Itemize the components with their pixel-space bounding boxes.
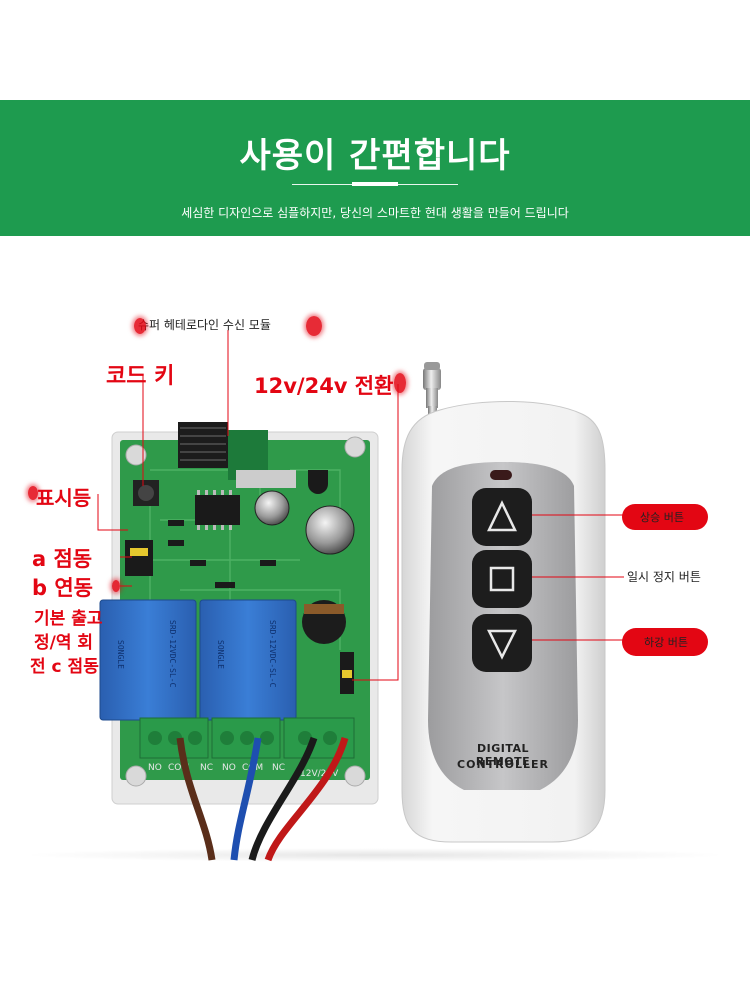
svg-text:COM: COM	[168, 763, 189, 773]
product-photo: SONGLE SONGLE SRD-12VDC-SL-C SRD-12VDC-S…	[97, 330, 628, 862]
callout-default-2: 정/역 회	[34, 633, 94, 653]
callout-code-key: 코드 키	[106, 364, 175, 389]
callout-dot-receiver	[134, 318, 146, 334]
svg-text:12V/24V: 12V/24V	[300, 769, 339, 779]
remote-control	[401, 362, 606, 843]
callout-pill-up	[622, 504, 708, 530]
callout-down-button: 하강 버튼	[644, 636, 688, 649]
callout-default-1: 기본 출고	[34, 609, 103, 629]
callout-b-link: b 연동	[32, 576, 93, 600]
svg-text:NO: NO	[222, 763, 236, 773]
callout-stop-button: 일시 정지 버튼	[627, 570, 701, 584]
callout-a-jog: a 점동	[32, 547, 93, 571]
svg-text:NC: NC	[272, 763, 285, 773]
remote-label-line-1: DIGITAL REMOTE	[475, 742, 531, 768]
header-banner: 사용이 간편합니다 세심한 디자인으로 심플하지만, 당신의 스마트한 현대 생…	[0, 100, 750, 236]
banner-subtitle: 세심한 디자인으로 심플하지만, 당신의 스마트한 현대 생활을 만들어 드립니…	[181, 206, 569, 220]
svg-text:NO: NO	[148, 763, 162, 773]
remote-label-line-2: CONTROLLER	[457, 758, 549, 771]
svg-text:NC: NC	[200, 763, 213, 773]
callout-indicator: 표시등	[36, 486, 92, 510]
callout-dot-voltage	[394, 373, 406, 393]
callout-receiver: 슈퍼 헤테로다인 수신 모듈	[138, 318, 271, 332]
callout-voltage-switch: 12v/24v 전환	[254, 374, 394, 398]
callout-dot-receiver-end	[306, 316, 322, 336]
floor-shadow	[20, 848, 730, 862]
banner-divider-accent	[352, 182, 398, 186]
callout-up-button: 상승 버튼	[640, 511, 684, 524]
callout-default-3: 전 c 점동	[30, 657, 99, 677]
svg-text:SRD-12VDC-SL-C: SRD-12VDC-SL-C	[268, 620, 277, 688]
banner-title: 사용이 간편합니다	[239, 136, 511, 176]
callout-dot-b-link	[112, 580, 120, 592]
svg-text:SRD-12VDC-SL-C: SRD-12VDC-SL-C	[168, 620, 177, 688]
callout-lines	[97, 330, 628, 681]
callout-dot-indicator	[28, 486, 38, 500]
svg-text:SONGLE: SONGLE	[216, 640, 225, 669]
callout-pill-down	[622, 628, 708, 656]
receiver-board: SONGLE SONGLE SRD-12VDC-SL-C SRD-12VDC-S…	[99, 422, 379, 862]
svg-text:SONGLE: SONGLE	[116, 640, 125, 669]
